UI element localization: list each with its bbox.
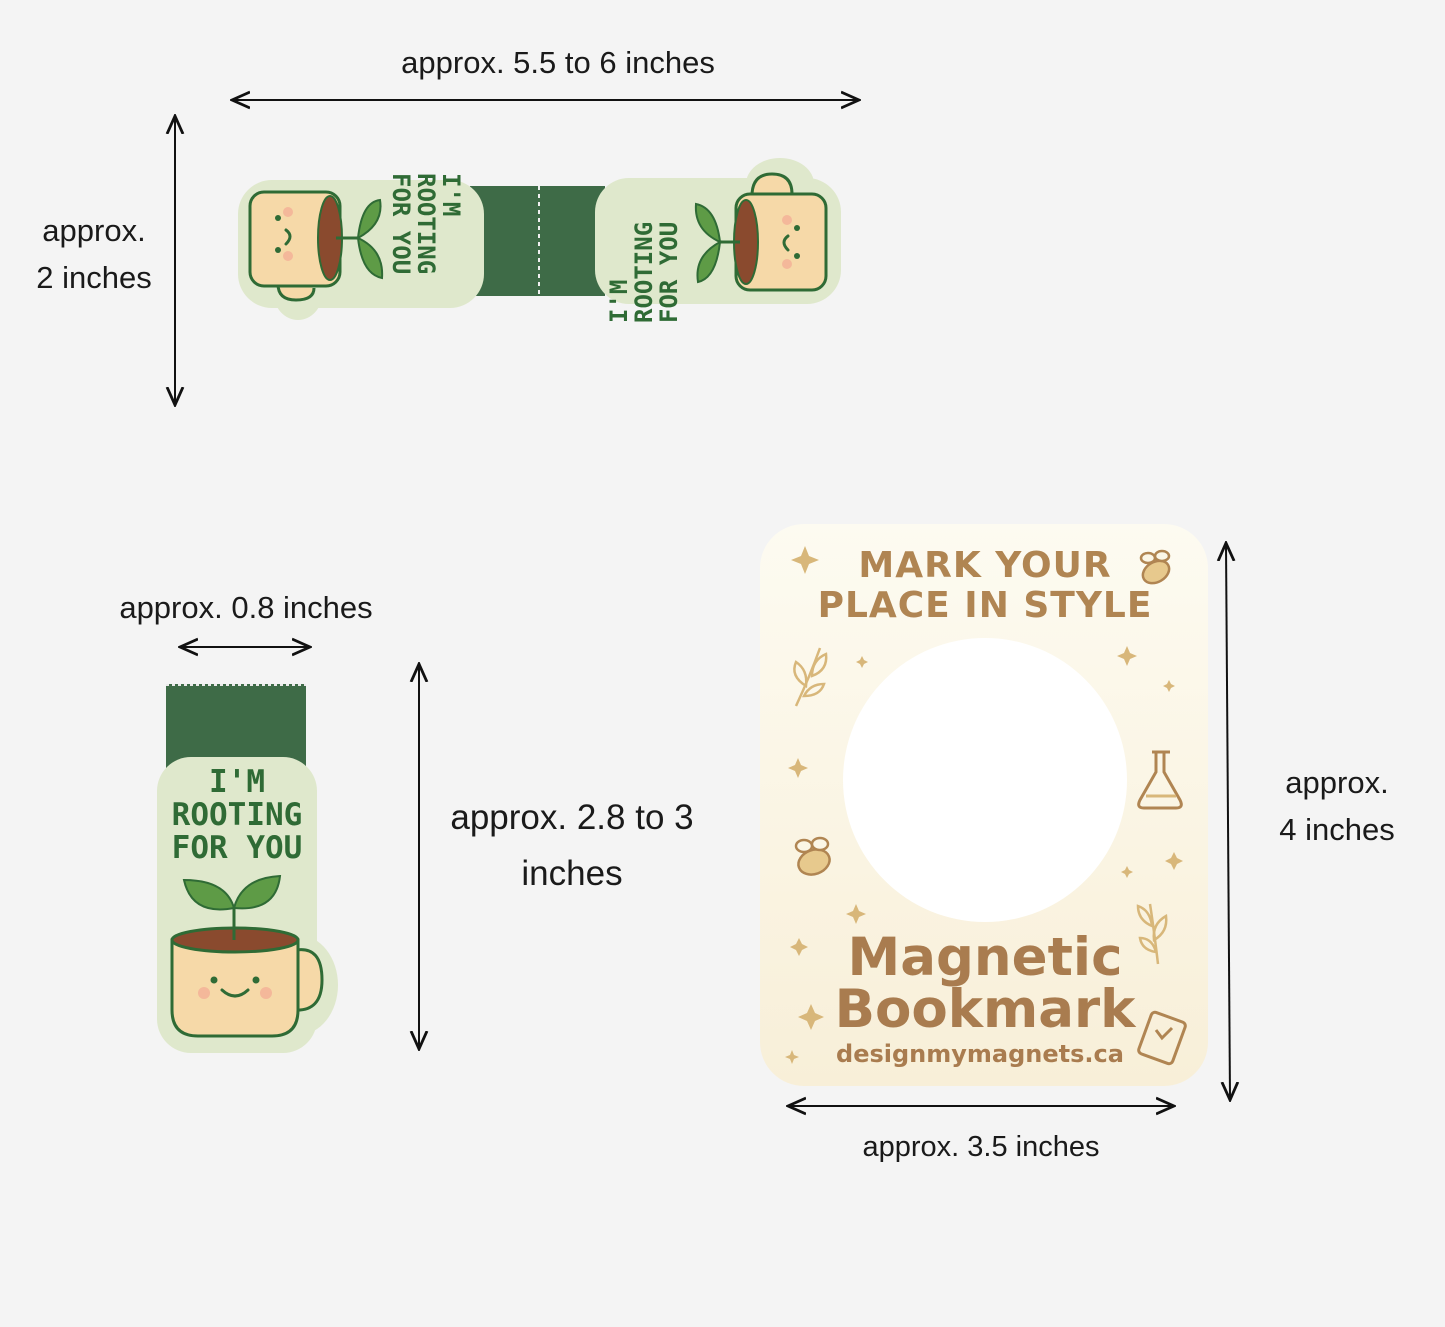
product-window — [843, 638, 1127, 922]
folded-mug — [170, 938, 300, 1038]
card-headline: MARK YOUR PLACE IN STYLE — [817, 545, 1153, 626]
folded-phrase: I'M ROOTING FOR YOU — [171, 764, 303, 866]
leaf-sprig-icon — [793, 647, 828, 707]
top-width-label: approx. 5.5 to 6 inches — [401, 45, 715, 80]
sparkle-icon — [785, 546, 1183, 1064]
flask-icon — [1137, 750, 1183, 810]
card-height-arrow — [1226, 545, 1230, 1098]
bee-icon — [794, 836, 831, 876]
card-website: designmymagnets.ca — [836, 1040, 1124, 1068]
folded-height-label: approx. 2.8 to 3 inches — [450, 798, 694, 893]
card-height-label: approx. 4 inches — [1279, 765, 1395, 847]
top-height-label: approx. 2 inches — [36, 213, 152, 295]
card-width-label: approx. 3.5 inches — [862, 1131, 1100, 1163]
folded-width-label: approx. 0.8 inches — [119, 590, 373, 625]
book-heart-icon — [1137, 1010, 1187, 1066]
bee-icon — [1139, 549, 1171, 585]
card-title: Magnetic Bookmark — [834, 927, 1136, 1040]
bookmark-right-piece — [595, 158, 841, 304]
bookmark-left-piece — [238, 180, 484, 320]
leaf-sprig-icon — [1136, 903, 1168, 965]
magnet-band — [470, 186, 605, 296]
